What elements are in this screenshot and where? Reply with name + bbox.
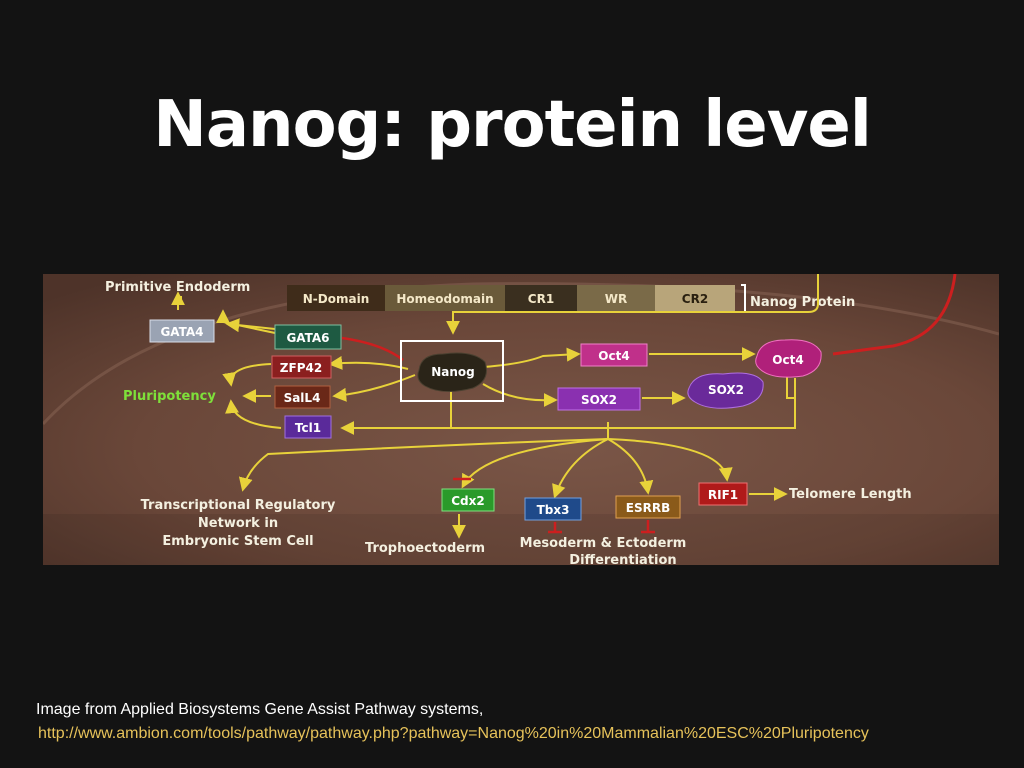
svg-text:Oct4: Oct4	[772, 353, 803, 367]
node-cdx2: Cdx2	[441, 488, 495, 512]
slide-title: Nanog: protein level	[153, 88, 872, 162]
svg-text:Oct4: Oct4	[598, 349, 629, 363]
node-zfp42: ZFP42	[271, 355, 332, 379]
node-gata4: GATA4	[149, 319, 215, 343]
domain-homeodomain: Homeodomain	[396, 292, 493, 306]
svg-text:ZFP42: ZFP42	[280, 361, 322, 375]
svg-text:SOX2: SOX2	[708, 383, 744, 397]
domain-wr: WR	[605, 292, 627, 306]
activation-arrows	[180, 296, 796, 539]
domain-n-domain: N-Domain	[303, 292, 370, 306]
svg-text:GATA4: GATA4	[160, 325, 203, 339]
node-sall4: SalL4	[274, 385, 331, 409]
source-link[interactable]: http://www.ambion.com/tools/pathway/path…	[38, 725, 869, 742]
svg-text:SOX2: SOX2	[581, 393, 617, 407]
node-sox2-protein: SOX2	[687, 372, 764, 409]
node-nanog: Nanog	[400, 340, 504, 402]
node-primitive-endoderm: Primitive Endoderm	[105, 280, 250, 295]
svg-text:ESRRB: ESRRB	[626, 501, 670, 515]
nanog-protein-label: Nanog Protein	[750, 295, 855, 310]
image-source-caption: Image from Applied Biosystems Gene Assis…	[36, 701, 484, 718]
svg-text:Tcl1: Tcl1	[295, 421, 321, 435]
nanog-pathway-diagram: N-Domain Homeodomain CR1 WR CR2 Nanog Pr…	[43, 274, 999, 565]
nanog-protein-domain-bar: N-Domain Homeodomain CR1 WR CR2 Nanog Pr…	[287, 284, 855, 313]
node-trophoectoderm: Trophoectoderm	[365, 541, 485, 556]
node-trn-line1: Transcriptional Regulatory	[141, 498, 336, 513]
svg-text:Cdx2: Cdx2	[451, 494, 485, 508]
svg-text:GATA6: GATA6	[286, 331, 329, 345]
node-rif1: RIF1	[698, 482, 748, 506]
domain-cr1: CR1	[528, 292, 554, 306]
node-tbx3: Tbx3	[524, 497, 582, 521]
node-pluripotency: Pluripotency	[123, 389, 216, 404]
domain-cr2: CR2	[682, 292, 708, 306]
node-oct4-gene: Oct4	[580, 343, 648, 367]
red-pathway-arrow	[832, 274, 957, 356]
node-sox2-gene: SOX2	[557, 387, 641, 411]
cell-membrane	[43, 282, 999, 426]
node-mesoderm-ectoderm: Mesoderm & Ectoderm	[520, 536, 687, 551]
inhibition-lines	[341, 336, 655, 534]
svg-text:SalL4: SalL4	[284, 391, 321, 405]
node-telomere-length: Telomere Length	[789, 487, 912, 502]
node-gata6: GATA6	[274, 324, 342, 350]
node-oct4-protein: Oct4	[755, 339, 822, 378]
node-trn-line3: Embryonic Stem Cell	[162, 534, 313, 549]
node-esrrb: ESRRB	[615, 495, 681, 519]
svg-text:RIF1: RIF1	[708, 488, 738, 502]
svg-text:Nanog: Nanog	[431, 365, 475, 379]
node-tcl1: Tcl1	[284, 415, 332, 439]
node-differentiation: Differentiation	[569, 553, 676, 565]
svg-text:Tbx3: Tbx3	[537, 503, 570, 517]
node-trn-line2: Network in	[198, 516, 278, 531]
